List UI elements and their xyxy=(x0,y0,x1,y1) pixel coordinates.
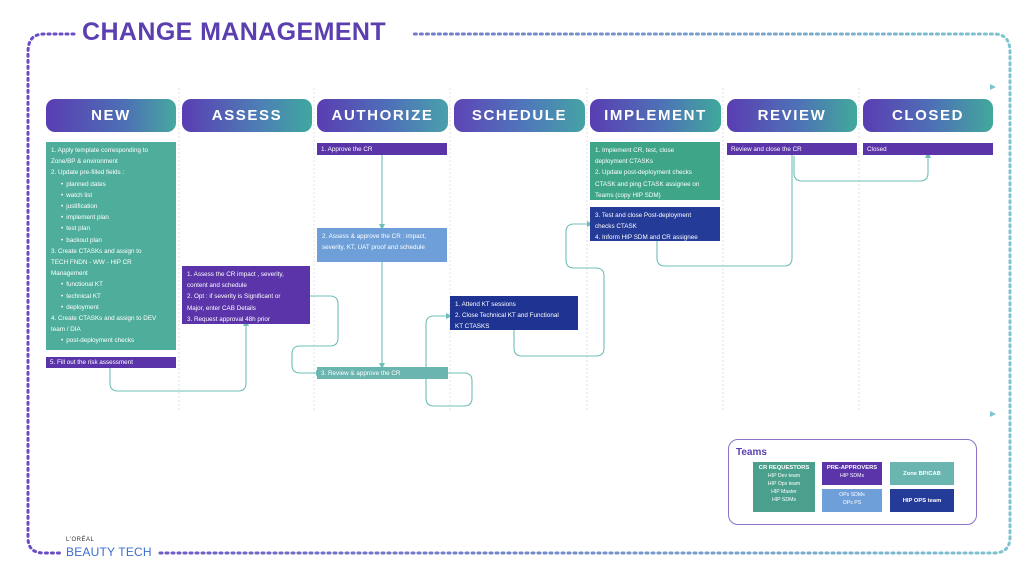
pre-approvers-title: PRE-APPROVERS xyxy=(826,465,878,471)
implement-step: 4. Inform HIP SDM and CR assignee xyxy=(595,234,698,242)
zone-cab-title: Zone BP/CAB xyxy=(903,471,941,477)
assess-step: 3. Request approval 48h prior xyxy=(187,315,270,323)
new-field: test plan xyxy=(51,223,171,234)
assess-step: 2. Opt : if severity is Significant or xyxy=(187,293,281,301)
stage-schedule: SCHEDULE xyxy=(454,99,585,132)
post-deploy-checks-box: 3. Test and close Post-deployment checks… xyxy=(590,207,720,241)
assess-steps-box: 1. Assess the CR impact , severity, cont… xyxy=(182,266,310,324)
risk-assessment-bar: 5. Fill out the risk assessment xyxy=(46,357,176,368)
cr-requestors-team: HIP Ops team xyxy=(767,481,801,487)
flow-connectors xyxy=(109,150,929,407)
teams-legend: Teams CR REQUESTORS HIP Dev team HIP Ops… xyxy=(728,439,977,525)
new-ctask: post-deployment checks xyxy=(51,335,171,346)
top-timeline-arrow xyxy=(46,84,996,90)
approve-cr-bar: 1. Approve the CR xyxy=(317,143,447,155)
cr-requestors-team: HIP SDMs xyxy=(771,497,797,503)
assess-approve-box: 2. Assess & approve the CR : impact, sev… xyxy=(317,228,447,262)
assess-step: content and schedule xyxy=(187,282,247,290)
review-approve-bar: 3. Review & approve the CR xyxy=(317,367,448,379)
schedule-steps-box: 1. Attend KT sessions 2. Close Technical… xyxy=(450,296,578,330)
implement-step: Teams (copy HIP SDM) xyxy=(595,191,661,199)
implement-step: checks CTASK xyxy=(595,223,637,231)
page-title: CHANGE MANAGEMENT xyxy=(82,18,387,46)
teams-title: Teams xyxy=(736,447,767,458)
ops-team: OPs SDMs xyxy=(839,492,865,498)
assess-step: Major, enter CAB Details xyxy=(187,304,256,312)
new-field: implement plan xyxy=(51,212,171,223)
assess-step: 1. Assess the CR impact , severity, xyxy=(187,271,284,278)
review-close-bar: Review and close the CR xyxy=(727,143,857,155)
new-step: TECH FNDN - WW - HIP CR xyxy=(51,259,132,267)
ops-team: OPs PS xyxy=(842,500,862,506)
new-ctask: deployment xyxy=(51,302,171,313)
ops-card: OPs SDMs OPs PS xyxy=(822,489,882,512)
schedule-step: 2. Close Technical KT and Functional xyxy=(455,312,559,320)
new-field: planned dates xyxy=(51,179,171,190)
new-ctask: technical KT xyxy=(51,291,171,302)
implement-step: 3. Test and close Post-deployment xyxy=(595,212,692,219)
cr-requestors-team: HIP Dev team xyxy=(767,473,801,479)
new-step: team / DIA xyxy=(51,326,81,334)
stage-review: REVIEW xyxy=(727,99,857,132)
stage-new: NEW xyxy=(46,99,176,132)
new-step: 2. Update pre-filled fields : xyxy=(51,169,125,177)
stage-authorize: AUTHORIZE xyxy=(317,99,448,132)
new-field: watch list xyxy=(51,190,171,201)
new-field: justification xyxy=(51,201,171,212)
stage-closed: CLOSED xyxy=(863,99,993,132)
cr-requestors-team: HIP Master xyxy=(771,489,797,495)
new-steps-box: 1. Apply template corresponding to Zone/… xyxy=(46,142,176,350)
authorize-step: 2. Assess & approve the CR : impact, xyxy=(322,233,427,240)
new-ctask: functional KT xyxy=(51,279,171,290)
cr-requestors-title: CR REQUESTORS xyxy=(758,465,810,471)
stage-assess: ASSESS xyxy=(182,99,312,132)
zone-cab-card: Zone BP/CAB xyxy=(890,462,954,485)
closed-bar: Closed xyxy=(863,143,993,155)
implement-step: 2. Update post-deployment checks xyxy=(595,169,692,177)
pre-approvers-card: PRE-APPROVERS HIP SDMs xyxy=(822,462,882,485)
new-step: Management xyxy=(51,270,88,278)
pre-approvers-team: HIP SDMs xyxy=(839,473,865,479)
implement-step: deployment CTASKs xyxy=(595,158,653,166)
loreal-logo: L'ORÉAL xyxy=(66,537,95,543)
new-step: Zone/BP & environment xyxy=(51,158,118,166)
new-step: 4. Create CTASKs and assign to DEV xyxy=(51,315,157,323)
frame-border xyxy=(26,32,1012,555)
lane-separators xyxy=(178,88,860,412)
hip-ops-card: HIP OPS team xyxy=(890,489,954,512)
new-step: 1. Apply template corresponding to xyxy=(51,147,148,154)
implement-steps-box: 1. Implement CR, test, close deployment … xyxy=(590,142,720,200)
implement-step: CTASK and ping CTASK assignee on xyxy=(595,180,700,188)
implement-step: 1. Implement CR, test, close xyxy=(595,147,675,154)
beauty-tech-logo: BEAUTY TECH xyxy=(66,545,152,559)
bottom-timeline-arrow xyxy=(46,411,996,417)
stage-implement: IMPLEMENT xyxy=(590,99,721,132)
cr-requestors-card: CR REQUESTORS HIP Dev team HIP Ops team … xyxy=(753,462,815,512)
schedule-step: 1. Attend KT sessions xyxy=(455,301,516,308)
authorize-step: severity, KT, UAT proof and schedule xyxy=(322,244,425,252)
new-field: backout plan xyxy=(51,235,171,246)
hip-ops-title: HIP OPS team xyxy=(902,498,942,504)
schedule-step: KT CTASKS xyxy=(455,323,490,331)
new-step: 3. Create CTASKs and assign to xyxy=(51,247,142,255)
